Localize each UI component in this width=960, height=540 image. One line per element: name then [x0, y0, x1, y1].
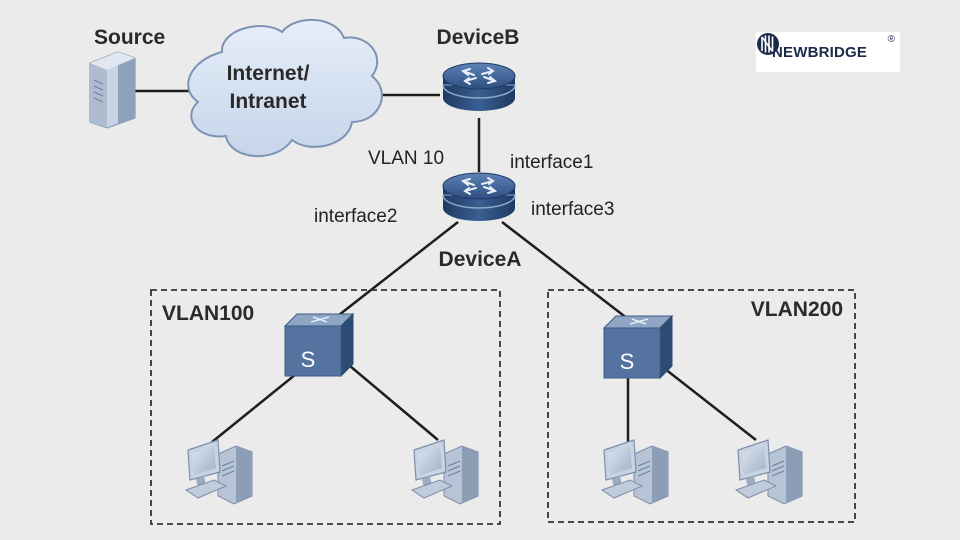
newbridge-logo-icon: [757, 33, 779, 55]
cloud-label-line1: Internet/: [227, 62, 310, 85]
vlan200-label: VLAN200: [751, 298, 843, 321]
source-label: Source: [94, 26, 165, 49]
vlan10-label: VLAN 10: [368, 148, 444, 169]
vlan200-group-box: [547, 289, 856, 523]
pc-icon: [601, 439, 669, 505]
switch-icon: [603, 315, 673, 379]
interface2-label: interface2: [314, 206, 397, 227]
network-links: [130, 89, 757, 445]
pc-icon: [411, 439, 479, 505]
cloud-icon: [187, 19, 383, 157]
router-icon: [442, 172, 516, 222]
devicea-label: DeviceA: [439, 248, 522, 271]
server-icon: [89, 51, 136, 129]
vlan100-group-box: [150, 289, 501, 525]
newbridge-logo: NEWBRIDGE ®: [756, 32, 900, 72]
interface1-label: interface1: [510, 152, 593, 173]
pc-icon: [185, 439, 253, 505]
link-switch2-pc4: [659, 364, 757, 441]
switch-letter: S: [301, 347, 316, 372]
link-devicea-switch1: [329, 221, 459, 323]
switch-icon: [284, 313, 354, 377]
newbridge-brand-text: NEWBRIDGE: [772, 43, 868, 61]
link-switch1-pc1: [211, 365, 307, 443]
registered-mark: ®: [887, 34, 895, 45]
vlan100-label: VLAN100: [162, 302, 254, 325]
deviceb-label: DeviceB: [437, 26, 520, 49]
interface3-label: interface3: [531, 199, 614, 220]
cloud-label-line2: Intranet: [229, 90, 306, 113]
link-switch1-pc2: [349, 365, 439, 441]
link-devicea-switch2: [501, 221, 633, 323]
switch-letter: S: [620, 349, 635, 374]
router-icon: [442, 62, 516, 112]
pc-icon: [735, 439, 803, 505]
